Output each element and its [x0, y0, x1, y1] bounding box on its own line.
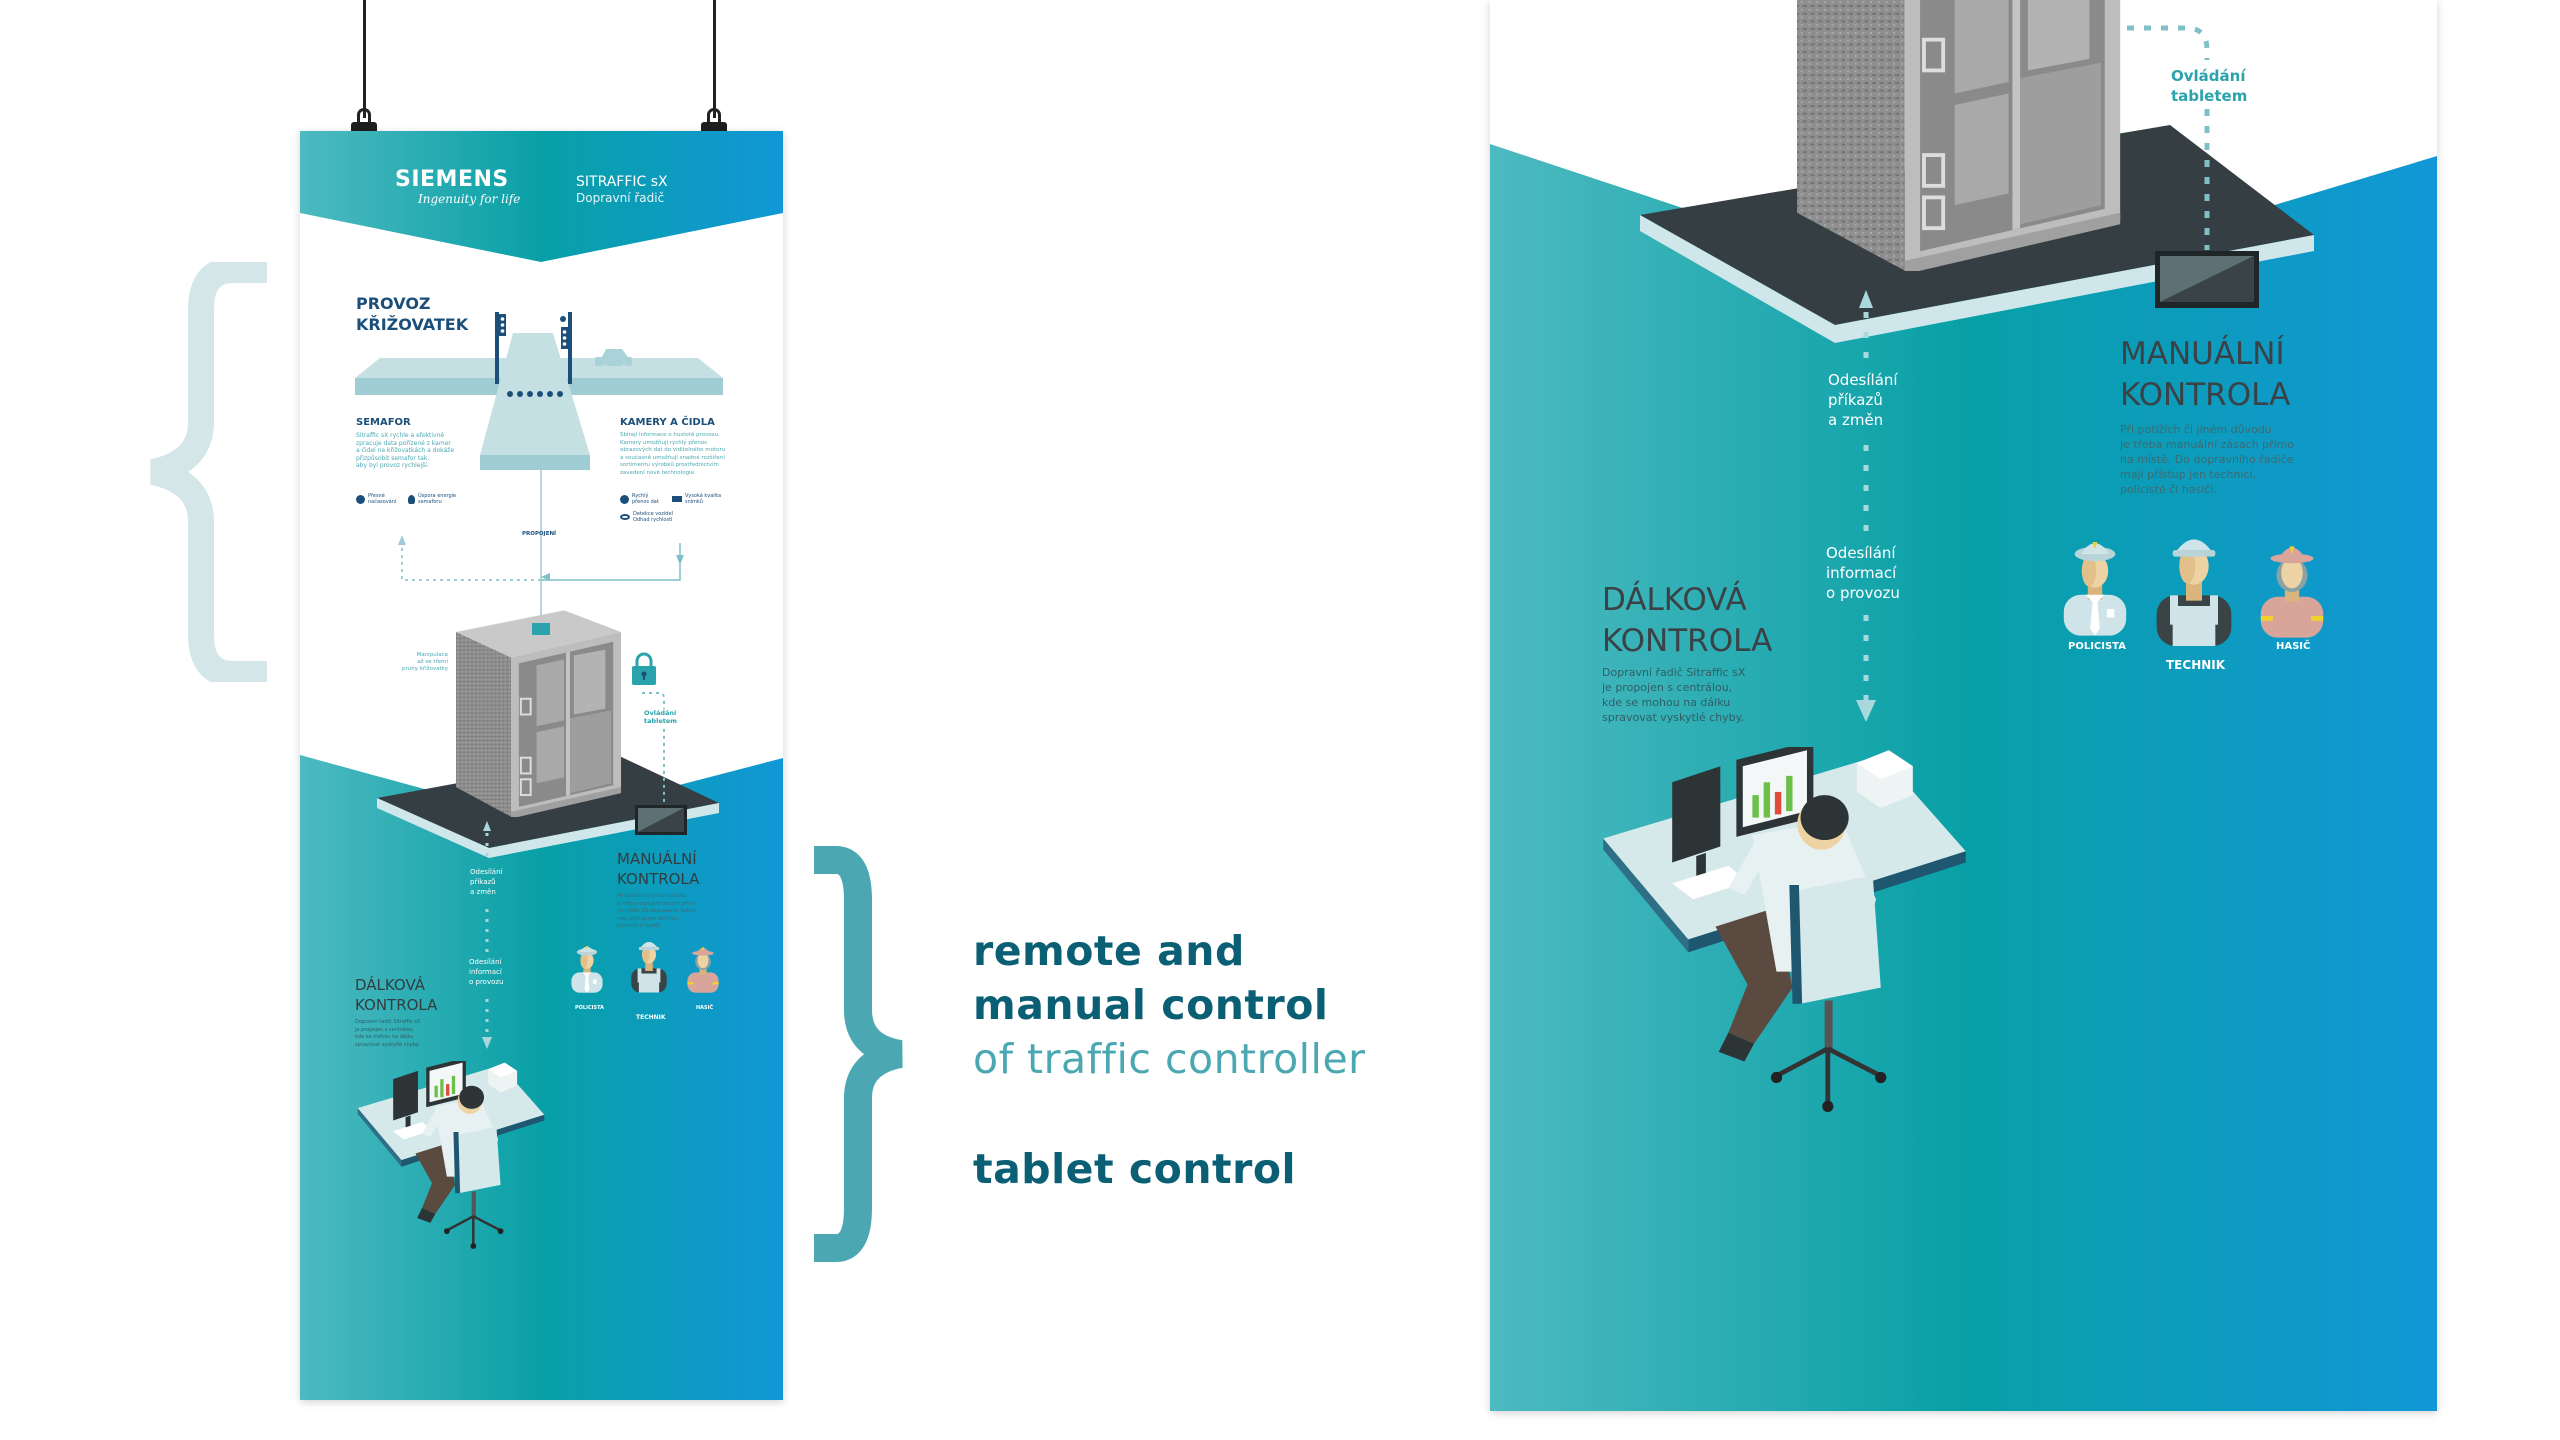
tablet-control-label: Ovládání tabletem — [2171, 67, 2248, 105]
feature-label: Úspora energie semaforu — [418, 493, 457, 505]
figure-label-technik: TECHNIK — [2166, 658, 2226, 672]
semafor-feature-2: Úspora energie semaforu — [408, 493, 456, 505]
kamery-title: KAMERY A ČIDLA — [620, 417, 715, 428]
figure-label-hasic: HASIČ — [2276, 641, 2311, 652]
remote-control-body: Dopravní řadič Sitraffic sX je propojen … — [1602, 666, 1746, 724]
eye-icon — [620, 514, 630, 520]
left-brace-decoration — [149, 262, 267, 682]
tablet-device — [2155, 251, 2259, 308]
commands-label: Odesílání příkazů a změn — [470, 868, 503, 896]
manual-control-title: MANUÁLNÍ KONTROLA — [2120, 336, 2291, 413]
semafor-body: Sitraffic sX rychle a efektivně zpracuje… — [356, 432, 455, 469]
camera-icon — [672, 496, 682, 502]
remote-control-title: DÁLKOVÁ KONTROLA — [1602, 582, 1773, 659]
manipulation-note: Manipulace až se třemi pruhy křižovatky — [402, 652, 448, 672]
caption-tablet-control: tablet control — [973, 1145, 1297, 1193]
caption-manual-control: manual control — [973, 981, 1329, 1029]
manual-control-title: MANUÁLNÍ KONTROLA — [617, 850, 700, 888]
car-icon — [595, 349, 632, 370]
info-label: Odesílání informací o provozu — [1826, 544, 1900, 602]
small-poster-artwork — [300, 131, 783, 1400]
stopwatch-icon — [620, 494, 629, 504]
right-brace-decoration — [814, 846, 904, 1262]
remote-control-title: DÁLKOVÁ KONTROLA — [355, 976, 438, 1014]
large-poster-artwork — [1490, 0, 2437, 1411]
road-vertical — [480, 333, 590, 455]
feature-label: Detekce vozidel Odhad rychlosti — [633, 511, 673, 523]
figure-label-policista: POLICISTA — [575, 1005, 604, 1011]
manual-control-body: Při potížích či jiném důvodu je třeba ma… — [617, 893, 697, 929]
small-poster: SIEMENS Ingenuity for life SITRAFFIC sX … — [300, 131, 783, 1400]
siemens-logo: SIEMENS — [395, 167, 509, 192]
teal-lower-area — [300, 755, 783, 1400]
teal-lower-area — [1490, 144, 2437, 1411]
hanging-wire-right — [713, 0, 716, 118]
semafor-feature-1: Přesné načasování — [356, 493, 396, 505]
tablet-control-label: Ovládání tabletem — [644, 709, 678, 725]
stopwatch-icon — [356, 494, 365, 504]
header-band — [300, 131, 783, 262]
kamery-body: Sbírají informace o hustotě provozu. Kam… — [620, 432, 726, 476]
caption-of-traffic-controller: of traffic controller — [973, 1035, 1366, 1083]
feature-label: Přesné načasování — [368, 493, 397, 505]
semafor-title: SEMAFOR — [356, 417, 411, 428]
product-subtitle: Dopravní řadič — [576, 191, 665, 205]
siemens-tagline: Ingenuity for life — [418, 192, 521, 206]
kamery-feature-2: Vysoká kvalita snímků — [672, 493, 721, 505]
large-poster-detail: Ovládání tabletem Odesílání příkazů a zm… — [1490, 0, 2437, 1411]
feature-label: Rychlý přenos dat — [632, 493, 659, 505]
section-title-provoz: PROVOZ KŘIŽOVATEK — [356, 294, 469, 334]
commands-label: Odesílání příkazů a změn — [1828, 371, 1898, 429]
figure-label-hasic: HASIČ — [696, 1005, 714, 1011]
lock-icon — [632, 652, 656, 685]
crosswalk-dots — [507, 391, 563, 397]
figure-label-policista: POLICISTA — [2068, 641, 2126, 652]
remote-control-body: Dopravní řadič Sitraffic sX je propojen … — [355, 1019, 421, 1048]
manual-control-body: Při potížích či jiném důvodu je třeba ma… — [2120, 423, 2295, 496]
kamery-feature-1: Rychlý přenos dat — [620, 493, 659, 505]
feature-label: Vysoká kvalita snímků — [685, 493, 722, 505]
lightbulb-icon — [408, 494, 415, 504]
kamery-feature-3: Detekce vozidel Odhad rychlosti — [620, 511, 673, 523]
caption-remote-and: remote and — [973, 927, 1245, 975]
hanging-wire-left — [363, 0, 366, 118]
traffic-light-icon — [495, 312, 572, 384]
figure-label-technik: TECHNIK — [636, 1014, 666, 1021]
tablet-device — [635, 805, 687, 835]
info-label: Odesílání informací o provozu — [469, 958, 504, 986]
product-name: SITRAFFIC sX — [576, 174, 668, 190]
connection-label: PROPOJENÍ — [522, 531, 557, 537]
